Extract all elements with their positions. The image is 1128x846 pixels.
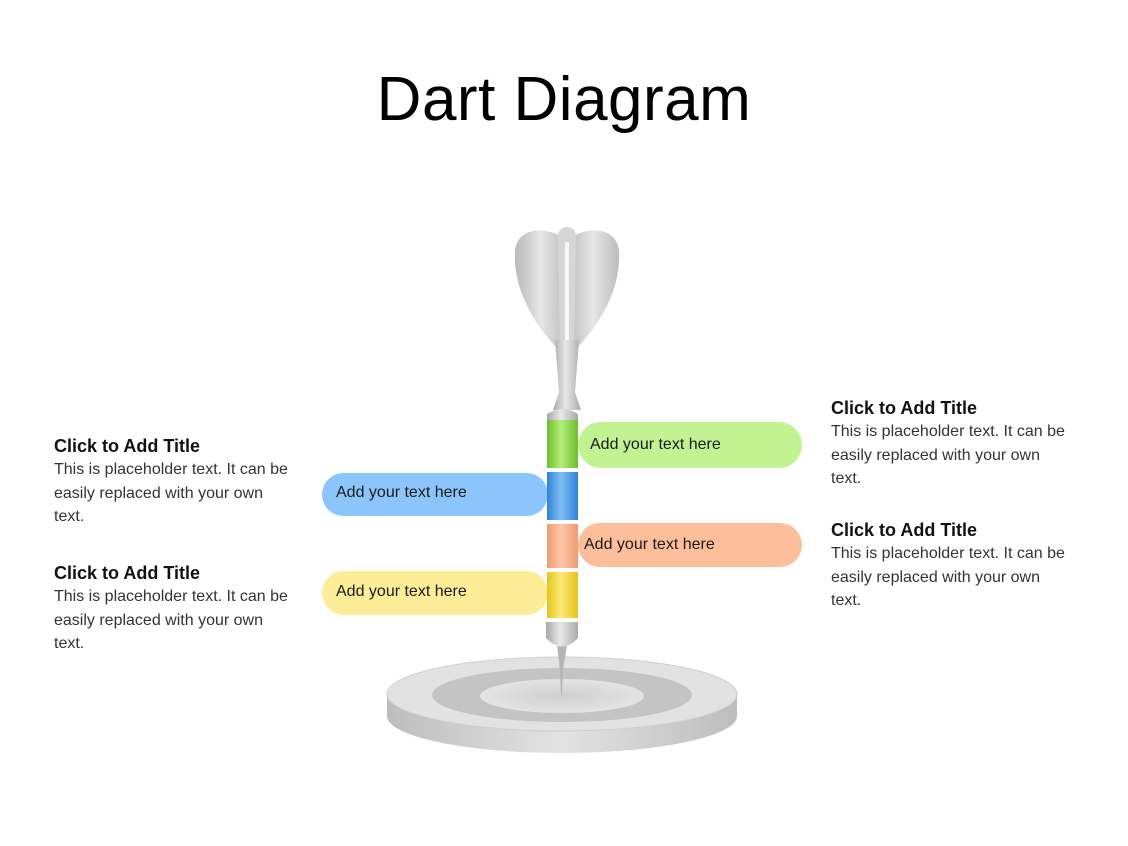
- dart-barrel-bottom: [546, 622, 578, 647]
- dart-tip: [557, 645, 567, 695]
- callout-pill-2[interactable]: [322, 473, 548, 516]
- callout-pill-4[interactable]: [322, 571, 548, 615]
- block-title[interactable]: Click to Add Title: [831, 520, 978, 540]
- barrel-segment-blue: [547, 472, 578, 520]
- block-title[interactable]: Click to Add Title: [54, 563, 201, 583]
- block-body[interactable]: This is placeholder text. It can be easi…: [831, 423, 1065, 487]
- callout-label-3[interactable]: Add your text here: [584, 536, 715, 553]
- text-block-left-bottom: Click to Add Title This is placeholder t…: [54, 561, 294, 656]
- text-block-right-top: Click to Add Title This is placeholder t…: [831, 396, 1071, 491]
- callout-label-2[interactable]: Add your text here: [336, 484, 467, 501]
- block-body[interactable]: This is placeholder text. It can be easi…: [831, 545, 1065, 609]
- barrel-segment-green: [547, 420, 578, 468]
- dart-flight: [514, 227, 620, 410]
- callout-pill-1[interactable]: [578, 422, 802, 468]
- block-title[interactable]: Click to Add Title: [54, 436, 201, 456]
- slide-title[interactable]: Dart Diagram: [376, 65, 752, 134]
- block-title[interactable]: Click to Add Title: [831, 398, 978, 418]
- barrel-segment-orange: [547, 524, 578, 568]
- callout-label-1[interactable]: Add your text here: [590, 436, 721, 453]
- barrel-segment-yellow: [547, 572, 578, 620]
- text-block-left-top: Click to Add Title This is placeholder t…: [54, 434, 294, 529]
- block-body[interactable]: This is placeholder text. It can be easi…: [54, 588, 288, 652]
- block-body[interactable]: This is placeholder text. It can be easi…: [54, 461, 288, 525]
- callout-label-4[interactable]: Add your text here: [336, 583, 467, 600]
- callout-pill-3[interactable]: [578, 523, 802, 567]
- dartboard: [386, 656, 738, 753]
- text-block-right-bottom: Click to Add Title This is placeholder t…: [831, 518, 1071, 613]
- dart-barrel-top: [547, 409, 578, 420]
